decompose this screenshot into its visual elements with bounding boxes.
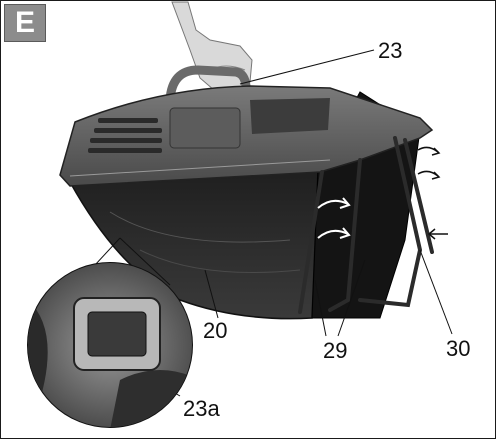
section-letter: E [14,6,35,39]
detail-inset [27,262,193,428]
catcher-lid [59,85,434,187]
callout-grass-bag: 20 [203,318,228,343]
callout-inset-handle: 23a [183,396,220,421]
lid-vents [88,118,162,153]
callout-bag-frame: 29 [323,338,348,363]
grass-bag [68,169,319,320]
motion-arrows-outer [417,146,448,240]
motion-arrows-inner [317,197,351,239]
catcher-handle [165,65,251,105]
callout-handle: 23 [378,38,403,63]
callout-rear-flap: 30 [446,336,471,361]
section-badge: E [4,4,46,42]
frame-rods [298,136,434,314]
